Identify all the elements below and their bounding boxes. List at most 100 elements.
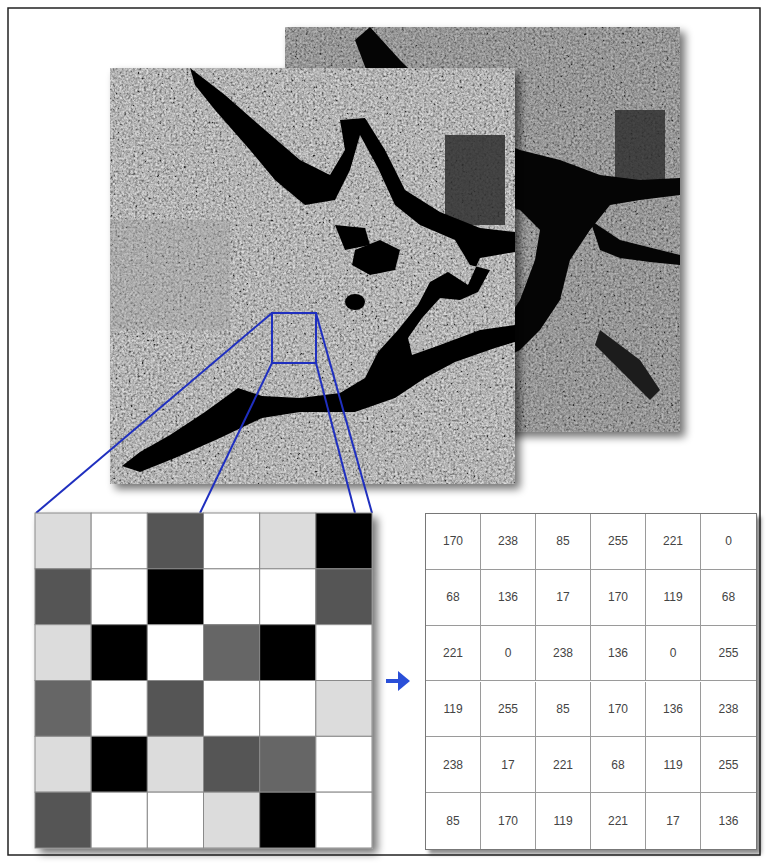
pixel-value: 17 — [501, 758, 514, 772]
pixel-value: 221 — [663, 534, 683, 548]
gray-pixel — [35, 625, 91, 681]
table-cell: 17 — [536, 570, 591, 626]
outer-frame — [8, 8, 760, 855]
gray-pixel — [260, 625, 316, 681]
gray-pixel — [147, 569, 203, 625]
pixel-value: 255 — [608, 534, 628, 548]
pixel-value: 238 — [443, 758, 463, 772]
table-cell: 238 — [481, 514, 536, 570]
table-cell: 119 — [646, 570, 701, 626]
gray-pixel — [91, 625, 147, 681]
gray-pixel — [35, 569, 91, 625]
pixel-value: 255 — [498, 702, 518, 716]
pixel-grid — [35, 513, 372, 848]
pixel-value: 255 — [718, 646, 738, 660]
table-cell: 85 — [536, 514, 591, 570]
table-cell: 170 — [591, 682, 646, 738]
table-cell: 0 — [646, 626, 701, 682]
table-cell: 170 — [591, 570, 646, 626]
table-cell: 255 — [701, 626, 756, 682]
table-cell: 170 — [481, 793, 536, 849]
table-cell: 0 — [701, 514, 756, 570]
gray-pixel — [204, 569, 260, 625]
table-cell: 119 — [646, 737, 701, 793]
gray-pixel — [204, 736, 260, 792]
gray-pixel — [204, 625, 260, 681]
pixel-value: 238 — [718, 702, 738, 716]
gray-pixel — [204, 513, 260, 569]
front-satellite-image — [110, 68, 515, 484]
gray-pixel — [35, 792, 91, 848]
gray-pixel — [147, 736, 203, 792]
gray-pixel — [260, 681, 316, 737]
table-cell: 238 — [536, 626, 591, 682]
gray-pixel — [316, 681, 372, 737]
value-table: 1702388525522106813617170119682210238136… — [425, 513, 757, 850]
table-cell: 238 — [701, 682, 756, 738]
table-cell: 68 — [426, 570, 481, 626]
pixel-value: 119 — [663, 758, 682, 772]
pixel-value: 68 — [446, 590, 459, 604]
pixel-value: 238 — [498, 534, 518, 548]
pixel-value: 68 — [611, 758, 624, 772]
zoom-lines — [36, 313, 372, 513]
gray-pixel — [91, 569, 147, 625]
gray-pixel — [260, 513, 316, 569]
table-cell: 85 — [536, 682, 591, 738]
gray-pixel — [35, 513, 91, 569]
gray-pixel — [316, 792, 372, 848]
table-cell: 136 — [481, 570, 536, 626]
table-cell: 0 — [481, 626, 536, 682]
arrow — [386, 671, 410, 691]
gray-pixel — [260, 736, 316, 792]
pixel-value: 0 — [670, 646, 677, 660]
table-cell: 17 — [646, 793, 701, 849]
pixel-value: 17 — [666, 814, 679, 828]
table-cell: 85 — [426, 793, 481, 849]
table-cell: 119 — [536, 793, 591, 849]
gray-pixel — [260, 569, 316, 625]
gray-pixel — [91, 513, 147, 569]
grid-ground — [35, 513, 372, 848]
table-cell: 119 — [426, 682, 481, 738]
table-cell: 221 — [426, 626, 481, 682]
gray-pixel — [316, 736, 372, 792]
gray-pixel — [147, 625, 203, 681]
pixel-value: 136 — [718, 814, 738, 828]
gray-pixel — [204, 681, 260, 737]
pixel-value: 221 — [608, 814, 628, 828]
table-cell: 17 — [481, 737, 536, 793]
gray-pixel — [260, 792, 316, 848]
pixel-value: 85 — [446, 814, 459, 828]
pixel-value: 119 — [443, 702, 462, 716]
zoom-box — [272, 313, 316, 363]
table-cell: 255 — [481, 682, 536, 738]
table-cell: 221 — [591, 793, 646, 849]
pixel-value: 221 — [553, 758, 573, 772]
gray-pixel — [316, 569, 372, 625]
gray-pixel — [91, 736, 147, 792]
pixel-value: 85 — [556, 702, 569, 716]
table-cell: 136 — [701, 793, 756, 849]
pixel-value: 0 — [725, 534, 732, 548]
table-cell: 68 — [701, 570, 756, 626]
pixel-value: 68 — [722, 590, 735, 604]
table-cell: 238 — [426, 737, 481, 793]
pixel-value: 170 — [608, 590, 628, 604]
pixel-value: 136 — [498, 590, 518, 604]
gray-pixel — [204, 792, 260, 848]
table-cell: 255 — [591, 514, 646, 570]
front-image-content — [110, 68, 515, 484]
table-cell: 221 — [646, 514, 701, 570]
pixel-value: 170 — [443, 534, 463, 548]
pixel-value: 238 — [553, 646, 573, 660]
pixel-value: 170 — [608, 702, 628, 716]
pixel-value: 136 — [663, 702, 683, 716]
gray-pixel — [147, 513, 203, 569]
gray-pixel — [91, 681, 147, 737]
table-cell: 255 — [701, 737, 756, 793]
pixel-value: 136 — [608, 646, 628, 660]
gray-pixel — [316, 625, 372, 681]
pixel-value: 221 — [443, 646, 463, 660]
table-cell: 221 — [536, 737, 591, 793]
